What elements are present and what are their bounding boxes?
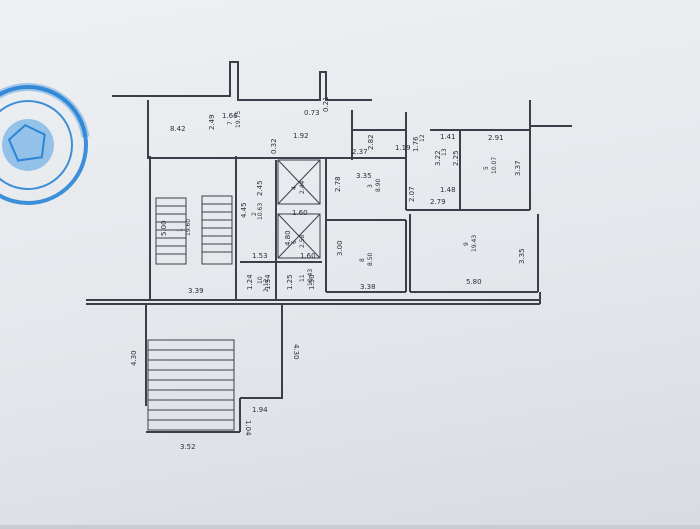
room-area: 10.63: [257, 203, 264, 220]
dim-label: 2.45: [256, 180, 264, 196]
dim-label: 3.52: [180, 443, 196, 451]
dim-label: 3.35: [518, 248, 526, 264]
dim-label: 3.22: [434, 150, 442, 166]
dim-label: 3.39: [188, 287, 204, 295]
elevator-shafts: [277, 159, 321, 259]
dim-label: 1.60: [292, 209, 308, 217]
room-area: 2.44: [299, 180, 306, 194]
dim-label: 5.80: [466, 278, 482, 286]
dim-label: 1.94: [252, 406, 268, 414]
room-area: 19.75: [235, 111, 242, 128]
dim-label: 1.04: [244, 420, 252, 436]
dim-label: 2.49: [208, 114, 216, 130]
dim-label: 2.91: [488, 134, 504, 142]
room-area: 10.43: [307, 269, 314, 286]
dim-label: 2.07: [408, 186, 416, 202]
dim-label: 2.37: [352, 148, 368, 156]
dim-label: 1.24: [246, 274, 254, 290]
dim-label: 8.42: [170, 125, 186, 133]
room-area: 8.90: [375, 178, 382, 192]
stamp-seal: [0, 83, 90, 205]
room-number: 3: [367, 184, 374, 188]
dim-label: 3.37: [514, 160, 522, 176]
dim-label: 1.60: [300, 252, 316, 260]
room-number: 12: [419, 134, 426, 142]
room-area: 19.60: [185, 219, 192, 236]
staircase-porch: [147, 339, 235, 431]
room-number: 1: [177, 228, 184, 232]
dim-label: 4.80: [284, 230, 292, 246]
dim-label: 2.82: [367, 134, 375, 150]
room-area: 8.50: [367, 252, 374, 266]
room-number: 11: [299, 274, 306, 282]
dim-label: 3.00: [336, 240, 344, 256]
dim-label: 3.35: [356, 172, 372, 180]
dim-label: 1.50: [308, 274, 316, 290]
room-area: 2.12: [263, 278, 270, 292]
dim-label: 4.30: [130, 350, 138, 366]
room-number: 10: [257, 276, 264, 284]
dim-label: 2.78: [334, 176, 342, 192]
room-area: 19.43: [471, 235, 478, 252]
room-number: 13: [441, 148, 448, 156]
room-number: 6: [291, 240, 298, 244]
room-number: 5: [483, 166, 490, 170]
dim-label: 0.32: [270, 138, 278, 154]
walls: [86, 61, 572, 433]
dim-label: 1.76: [412, 136, 420, 152]
dim-label: 1.54: [264, 274, 272, 290]
room-number: 4: [291, 186, 298, 190]
dim-label: 0.21: [322, 96, 330, 112]
dim-label: 4.30: [292, 344, 300, 360]
room-number: 7: [227, 121, 234, 125]
staircase-left: [155, 195, 233, 265]
dim-label: 1.19: [395, 144, 411, 152]
dim-label: 1.25: [286, 274, 294, 290]
room-area: 2.58: [299, 234, 306, 248]
room-number: 9: [463, 242, 470, 246]
dim-label: 3.38: [360, 283, 376, 291]
dim-label: 1.53: [252, 252, 268, 260]
dim-label: 1.92: [293, 132, 309, 140]
room-number: 2: [251, 212, 258, 216]
dim-label: 2.25: [452, 150, 460, 166]
dim-label: 0.73: [304, 109, 320, 117]
dim-label: 1.41: [440, 133, 456, 141]
dim-label: 4.45: [240, 202, 248, 218]
room-labels: 7 19.75 1 19.60 2 10.63 3 8.90 8 8.50 9 …: [177, 111, 498, 292]
room-area: 10.07: [491, 157, 498, 174]
dim-label: 5.00: [160, 220, 168, 236]
dimension-labels: 8.42 1.66 2.49 0.21 0.73 1.92 0.32 2.82 …: [130, 96, 526, 451]
dim-label: 1.48: [440, 186, 456, 194]
room-number: 8: [359, 258, 366, 262]
dim-label: 2.79: [430, 198, 446, 206]
dim-label: 1.66: [222, 112, 238, 120]
